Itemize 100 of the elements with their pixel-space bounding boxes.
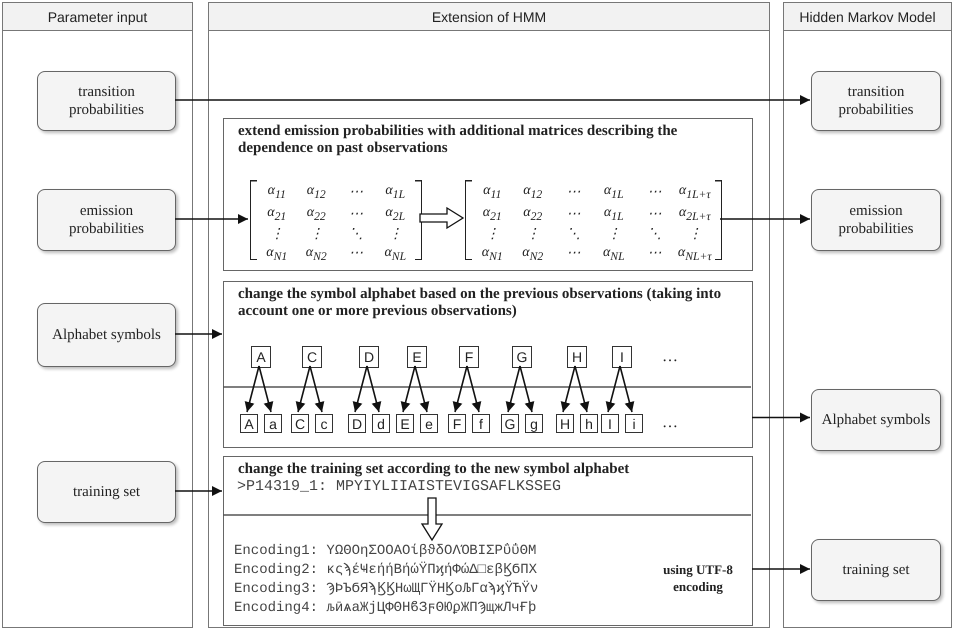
panel-heading: extend emission probabilities with additional matrices describing the dependence on past observations: [238, 123, 678, 158]
matrix-entry: α$_{N1}$: [480, 244, 504, 264]
ellipsis: …: [662, 414, 678, 432]
matrix-entry: ⋯: [348, 184, 364, 202]
arrow: [175, 486, 222, 496]
arrow: [720, 214, 810, 224]
ellipsis: …: [662, 348, 678, 366]
matrix-entry: ⋱: [565, 226, 582, 244]
arrow: [752, 412, 810, 422]
matrix-entry: α$_{1L+τ}$: [678, 182, 712, 203]
parameter-box: transition probabilities: [37, 71, 176, 131]
matrix-entry: α$_{12}$: [522, 182, 544, 203]
symbol-box: F: [459, 346, 479, 368]
parameter-box: training set: [811, 539, 941, 601]
arrow: [366, 366, 382, 412]
symbol-box: A: [240, 414, 258, 433]
symbol-box: i: [625, 414, 643, 433]
matrix-entry: α$_{2L+τ}$: [678, 204, 712, 225]
swimlane: [783, 2, 952, 628]
symbol-box: d: [372, 414, 390, 433]
matrix-entry: ⋯: [348, 206, 364, 224]
arrow: [466, 366, 482, 412]
arrow: [258, 366, 274, 412]
matrix-entry: ⋱: [348, 226, 364, 244]
lane-header: Hidden Markov Model: [784, 3, 951, 31]
arrow: [519, 366, 534, 412]
panel-heading: change the symbol alphabet based on the previous observations (taking into account one or more previous observations): [238, 286, 722, 320]
symbol-box: I: [612, 346, 632, 368]
process-panel: [223, 281, 753, 448]
matrix-entry: ⋯: [565, 184, 582, 202]
matrix-entry: ⋮: [484, 226, 500, 244]
symbol-box: G: [501, 414, 519, 433]
matrix-entry: α$_{11}$: [266, 182, 287, 203]
symbol-box: A: [251, 346, 271, 368]
matrix-entry: ⋯: [565, 245, 582, 264]
parameter-box: training set: [37, 461, 176, 523]
arrow: [309, 366, 324, 412]
matrix-entry: α$_{1L}$: [602, 182, 625, 203]
matrix-entry: ⋮: [387, 226, 404, 244]
matrix-entry: α$_{12}$: [306, 182, 327, 203]
arrow: [175, 95, 810, 105]
encoding-line: Encoding4: љӣѧаЖјЦΦΘНϐЗϝΘЮϼЖΠϠщжЛчҒϸ: [234, 599, 538, 618]
encoding-line: Encoding2: κςϡέҸεήήΒήώΫΠϗήΦώΔ□εβϏϬΠΧ: [234, 561, 538, 580]
arrow: [400, 366, 416, 412]
matrix-entry: ⋮: [268, 226, 285, 244]
process-panel: [223, 118, 753, 271]
matrix-entry: ⋮: [686, 226, 703, 244]
symbol-box: F: [448, 414, 466, 433]
block-arrow: [419, 206, 464, 230]
panel-heading: change the training set according to the new symbol alphabet: [238, 461, 630, 478]
matrix-entry: ⋯: [646, 245, 662, 264]
matrix-entry: ⋯: [565, 206, 582, 224]
arrow: [175, 214, 248, 224]
arrow: [452, 366, 468, 412]
block-arrow: [420, 497, 444, 542]
symbol-box: G: [512, 346, 532, 368]
arrow: [606, 366, 621, 412]
arrow: [352, 366, 368, 412]
symbol-box: H: [556, 414, 574, 433]
matrix-entry: α$_{21}$: [266, 204, 288, 225]
symbol-box: a: [264, 414, 282, 433]
matrix-entry: α$_{1L}$: [384, 182, 406, 203]
arrow: [506, 366, 521, 412]
parameter-box: transition probabilities: [811, 71, 941, 131]
symbol-box: E: [396, 414, 414, 433]
parameter-box: Alphabet symbols: [37, 303, 176, 367]
encoding-line: Encoding1: ΥΩΘΟηΣΟΟΑΟίβϑδΟΛΌΒΙΣΡΰΰΘΜ: [234, 542, 538, 561]
arrow: [574, 366, 590, 412]
symbol-box: E: [407, 346, 427, 368]
process-panel: [223, 456, 753, 626]
matrix-entry: α$_{22}$: [306, 204, 327, 225]
lane-header: Parameter input: [3, 3, 192, 31]
matrix-entry: α$_{21}$: [482, 204, 503, 225]
symbol-box: f: [472, 414, 490, 433]
arrow: [414, 366, 430, 412]
arrow: [560, 366, 576, 412]
symbol-box: D: [359, 346, 379, 368]
symbol-box: c: [315, 414, 333, 433]
parameter-box: emission probabilities: [37, 189, 176, 251]
matrix-entry: α$_{22}$: [522, 204, 544, 225]
matrix-entry: ⋱: [646, 226, 662, 244]
parameter-box: Alphabet symbols: [811, 389, 941, 451]
arrow: [752, 564, 810, 574]
arrow: [296, 366, 311, 412]
matrix-entry: α$_{N2}$: [304, 244, 328, 264]
symbol-box: h: [580, 414, 598, 433]
sequence-text: >P14319_1: MPYIYLIIAISTEVIGSAFLKSSEG: [237, 478, 631, 500]
symbol-box: H: [567, 346, 587, 368]
matrix-entry: ⋮: [524, 226, 541, 244]
symbol-box: g: [525, 414, 543, 433]
symbol-box: I: [601, 414, 619, 433]
symbol-box: C: [302, 346, 322, 368]
arrow: [619, 366, 634, 412]
parameter-box: emission probabilities: [811, 189, 941, 251]
matrix-entry: ⋯: [646, 206, 662, 224]
matrix-entry: α$_{N1}$: [265, 244, 288, 264]
symbol-box: C: [291, 414, 309, 433]
note-text: using UTF-8 encoding: [662, 562, 734, 596]
matrix-entry: α$_{N2}$: [521, 244, 544, 264]
symbol-box: D: [348, 414, 366, 433]
